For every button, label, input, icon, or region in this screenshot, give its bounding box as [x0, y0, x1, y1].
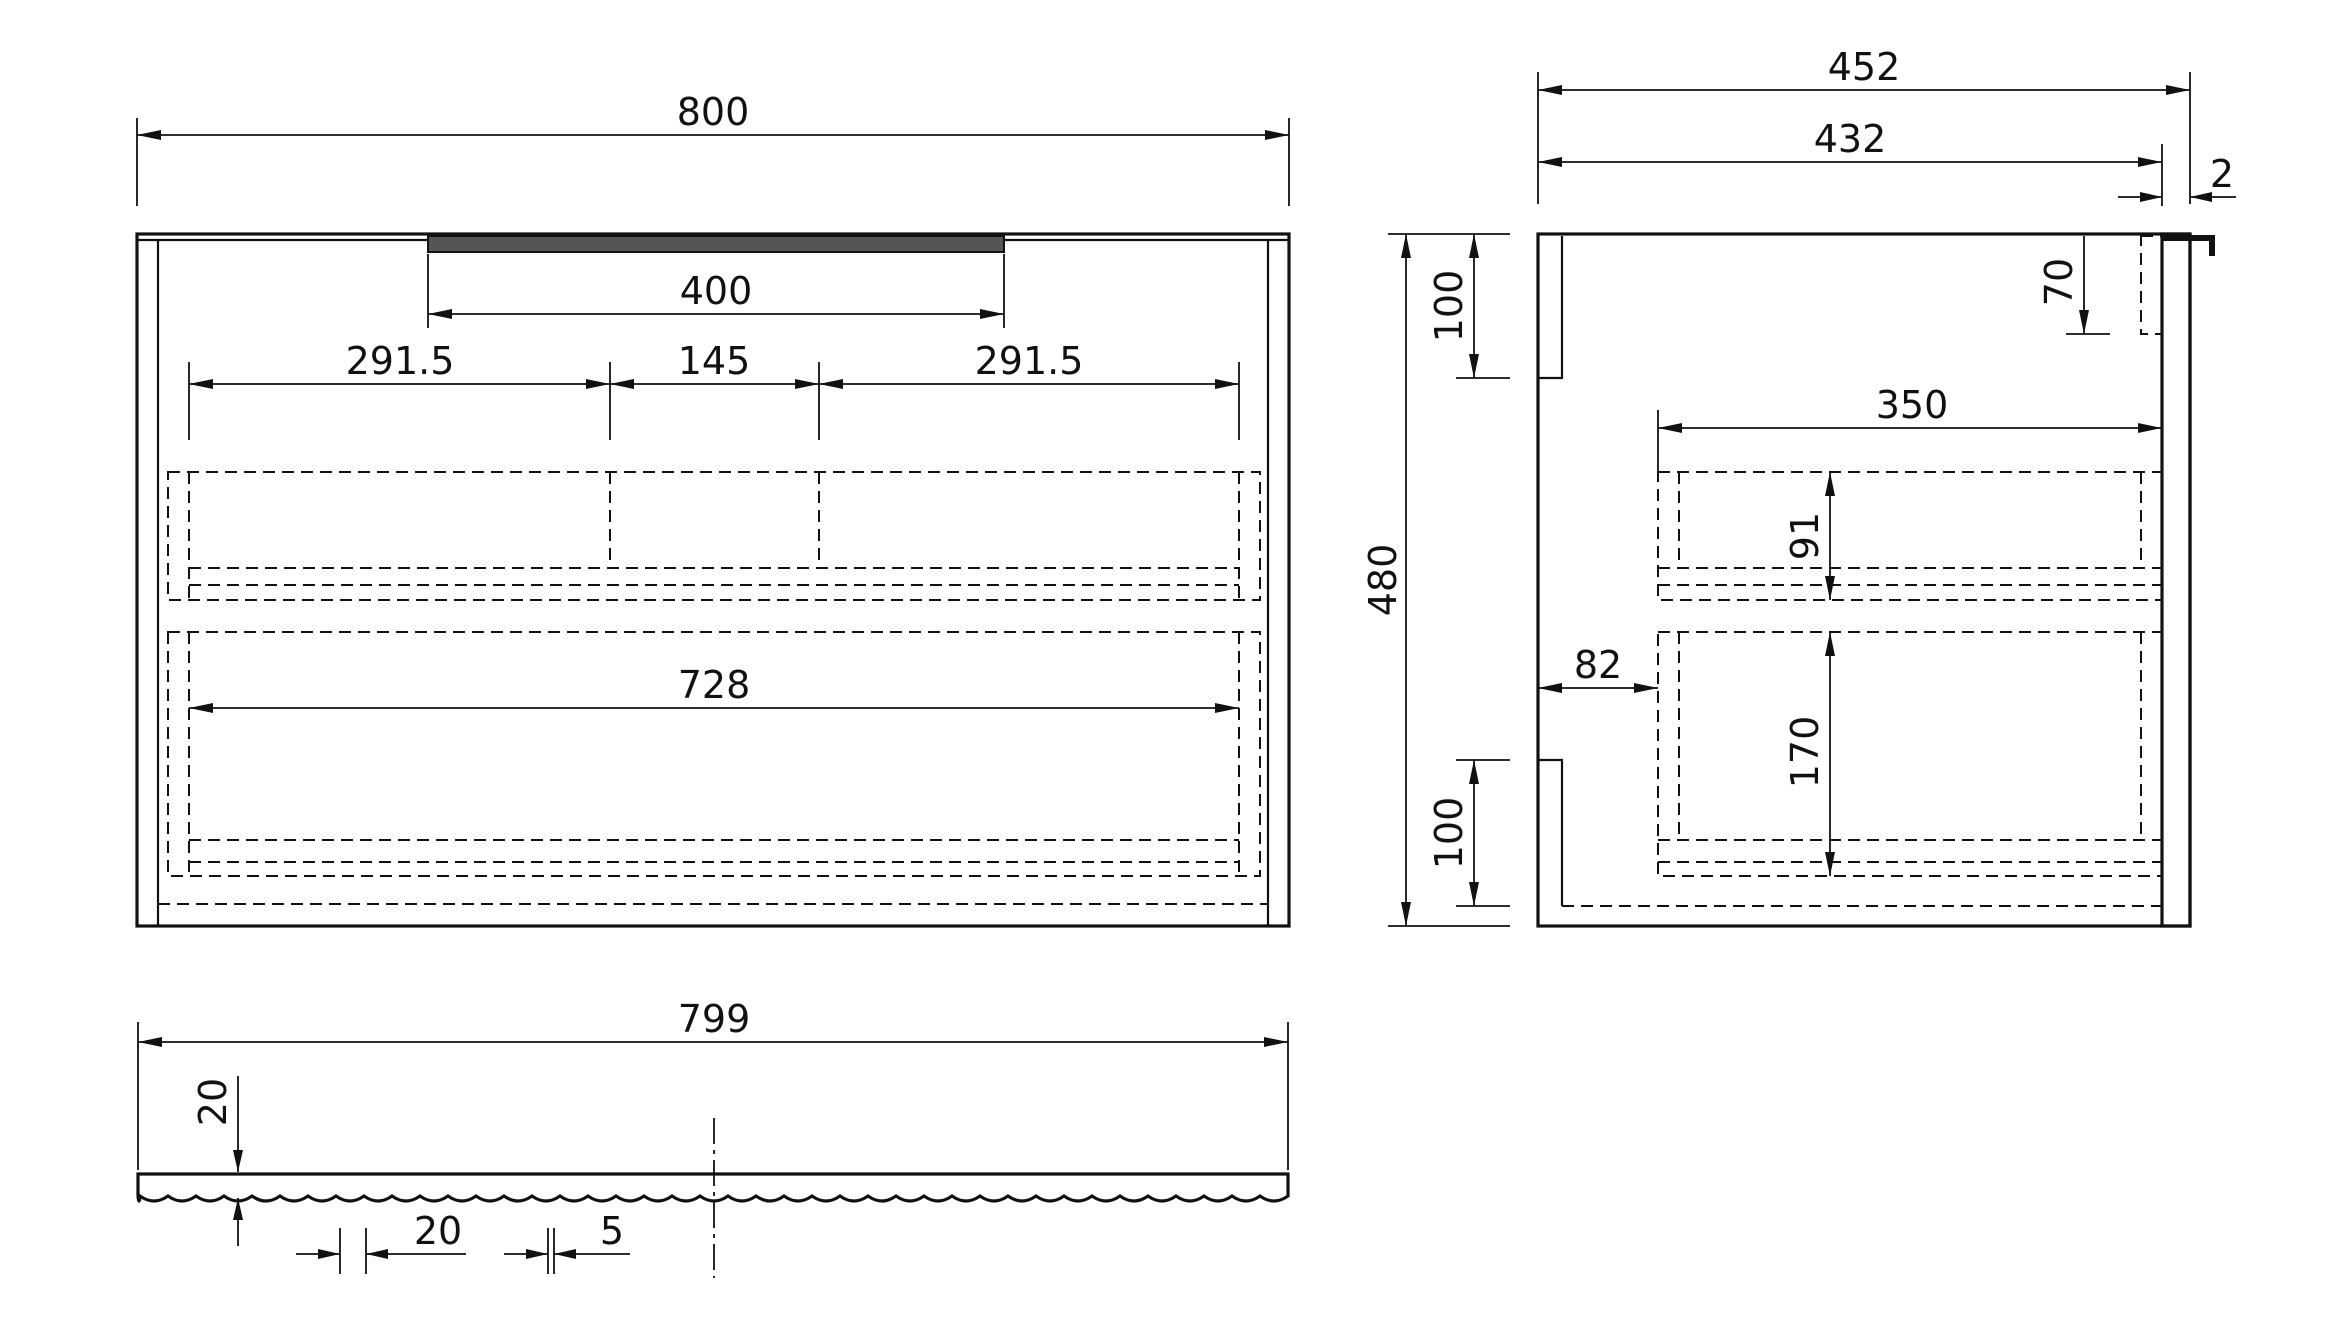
dim-800-arrow-left	[137, 130, 161, 140]
front-lower-drawer-outline	[167, 631, 1261, 877]
front-upper-drawer-outline	[167, 471, 1261, 601]
dim-70-label: 70	[2037, 258, 2081, 306]
side-front-panel	[2160, 232, 2192, 928]
dim-145-arrow-right	[795, 379, 819, 389]
dim-350-arrow-right	[2138, 423, 2162, 433]
side-upper-drawer-outline	[1657, 471, 2163, 601]
dim-20-thickness-label: 20	[191, 1078, 235, 1126]
dim-432-arrow-left	[1538, 157, 1562, 167]
dim-20-pitch-label: 20	[414, 1209, 462, 1253]
dim-170-label: 170	[1783, 716, 1827, 789]
dim-5-label: 5	[600, 1209, 624, 1253]
dim-350-label: 350	[1876, 383, 1949, 427]
dim-800-label: 800	[677, 90, 750, 134]
side-handle-recess	[2140, 235, 2163, 335]
dim-400-arrow-right	[980, 309, 1004, 319]
dim-291b-arrow-right	[1215, 379, 1239, 389]
dim-452-arrow-left	[1538, 85, 1562, 95]
dim-480-label: 480	[1361, 544, 1405, 617]
dim-100-bottom-arrow-top	[1469, 760, 1479, 784]
top-plate-view: 799 20 20 5	[136, 997, 1290, 1278]
dim-100-top-arrow-top	[1469, 234, 1479, 258]
dim-432-label: 432	[1814, 117, 1887, 161]
dim-170-arrow-top	[1825, 632, 1835, 656]
dim-100-bottom-label: 100	[1427, 797, 1471, 870]
side-top-back-notch	[1538, 236, 1564, 380]
dim-728-label: 728	[678, 663, 751, 707]
dim-20-thickness-arrow-bottom	[233, 1198, 243, 1220]
dim-400-arrow-left	[428, 309, 452, 319]
dim-170-arrow-bottom	[1825, 852, 1835, 876]
dim-728-arrow-left	[189, 703, 213, 713]
side-view: 452 432 2 480 100 100	[1361, 45, 2236, 928]
dim-5-arrow-left	[526, 1249, 548, 1259]
side-lower-drawer-outline	[1657, 631, 2163, 877]
dim-100-top-arrow-bottom	[1469, 354, 1479, 378]
front-body-outline	[135, 232, 1291, 928]
dim-452-arrow-right	[2166, 85, 2190, 95]
side-handle-profile	[2162, 235, 2215, 256]
dim-800-arrow-right	[1265, 130, 1289, 140]
dim-291-right-label: 291.5	[975, 339, 1084, 383]
side-bottom-back-notch	[1538, 758, 1564, 906]
dim-145-arrow-left	[610, 379, 634, 389]
dim-350-arrow-left	[1658, 423, 1682, 433]
dim-91-arrow-bottom	[1825, 576, 1835, 600]
side-body-outline	[1536, 232, 2192, 928]
dim-20-pitch-arrow-right	[366, 1249, 388, 1259]
front-view: 800 400 291.5 145 291.5 728	[135, 90, 1291, 928]
dim-100-top-label: 100	[1427, 270, 1471, 343]
dim-2-arrow-right	[2190, 192, 2212, 202]
front-handle-bar	[427, 235, 1005, 253]
dim-100-bottom-arrow-bottom	[1469, 882, 1479, 906]
dim-70-arrow-bottom	[2079, 310, 2089, 334]
dim-91-arrow-top	[1825, 472, 1835, 496]
dim-20-thickness-arrow-top	[233, 1150, 243, 1172]
dim-728-arrow-right	[1215, 703, 1239, 713]
dim-291a-arrow-right	[586, 379, 610, 389]
dim-480-arrow-top	[1401, 234, 1411, 258]
dim-799-label: 799	[678, 997, 751, 1041]
dim-799-arrow-left	[138, 1037, 162, 1047]
top-plate-outline	[136, 1172, 1290, 1203]
dim-291a-arrow-left	[189, 379, 213, 389]
dim-2-arrow-left	[2140, 192, 2162, 202]
dim-480-arrow-bottom	[1401, 902, 1411, 926]
dim-291-left-label: 291.5	[346, 339, 455, 383]
dim-400-label: 400	[680, 269, 753, 313]
dim-145-label: 145	[678, 339, 751, 383]
dim-432-arrow-right	[2138, 157, 2162, 167]
dim-82-label: 82	[1574, 643, 1622, 687]
dim-5-arrow-right	[554, 1249, 576, 1259]
dim-452-label: 452	[1828, 45, 1901, 89]
dim-82-arrow-right	[1634, 683, 1658, 693]
dim-2-label: 2	[2210, 152, 2234, 196]
dim-799-arrow-right	[1264, 1037, 1288, 1047]
dim-20-pitch-arrow-left	[318, 1249, 340, 1259]
dim-91-label: 91	[1783, 512, 1827, 560]
dim-291b-arrow-left	[819, 379, 843, 389]
dim-82-arrow-left	[1538, 683, 1562, 693]
